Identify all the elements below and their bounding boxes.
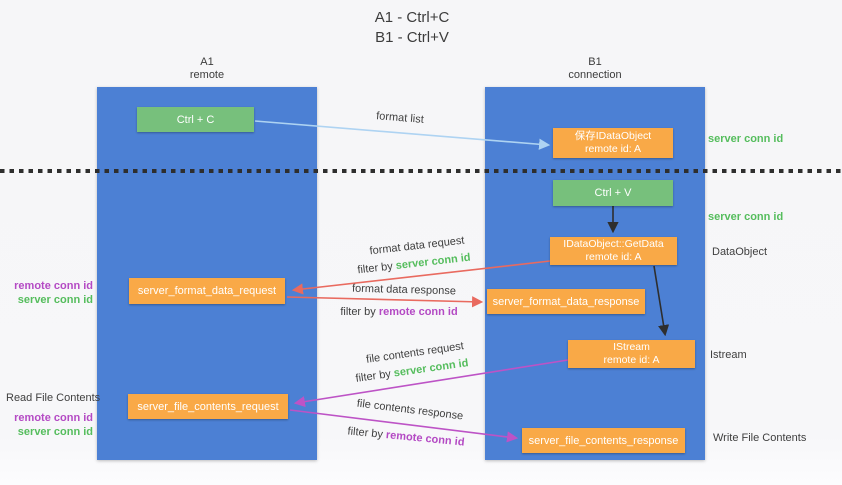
filter-by-text: filter by: [356, 260, 394, 277]
lifeline-b1-role: connection: [568, 69, 622, 81]
filter-by-text: filter by: [347, 425, 384, 441]
node-istream-line2: remote id: A: [603, 354, 660, 366]
left-remote-conn-id-2: remote conn id: [14, 412, 93, 424]
filter-by-text: filter by: [340, 306, 376, 318]
left-remote-conn-id-1: remote conn id: [14, 280, 93, 292]
node-idataobject-getdata: IDataObject::GetData remote id: A: [550, 237, 677, 265]
side-label-server-conn-id-2: server conn id: [708, 211, 784, 223]
node-getdata-line2: remote id: A: [585, 251, 642, 263]
label-format-data-response: format data response: [351, 282, 457, 298]
phase-separator-dotted-line: [0, 169, 842, 173]
remote-conn-id-text: remote conn id: [385, 429, 465, 449]
side-label-istream: Istream: [710, 349, 747, 361]
label-format-list: format list: [375, 110, 425, 126]
server-conn-id-text: server conn id: [395, 251, 472, 273]
filter-by-text: filter by: [354, 368, 392, 385]
label-filter-by-remote-conn-id-1: filter by remote conn id: [340, 306, 457, 318]
label-filter-by-remote-conn-id-2: filter by remote conn id: [347, 425, 465, 448]
left-server-conn-id-2: server conn id: [17, 426, 93, 438]
node-file-request-label: server_file_contents_request: [137, 400, 279, 413]
node-save-dataobject-line1: 保存IDataObject: [574, 130, 652, 142]
node-format-request-label: server_format_data_request: [137, 285, 277, 297]
node-ctrl-c-label: Ctrl + C: [176, 113, 215, 126]
node-server-file-contents-response: server_file_contents_response: [522, 428, 685, 453]
lifeline-header-a1: A1 remote: [97, 56, 317, 82]
left-conn-id-pair-1: remote conn id server conn id: [0, 279, 93, 307]
node-server-format-data-request: server_format_data_request: [129, 278, 285, 304]
title-line-ctrl-v: B1 - Ctrl+V: [375, 29, 449, 46]
lifeline-b1-name: B1: [588, 56, 602, 68]
node-ctrl-c: Ctrl + C: [137, 107, 254, 132]
left-conn-id-pair-2: remote conn id server conn id: [0, 411, 93, 439]
node-ctrl-v: Ctrl + V: [553, 180, 673, 206]
lifeline-a1-role: remote: [189, 69, 225, 81]
diagram-title: A1 - Ctrl+C B1 - Ctrl+V: [375, 8, 450, 48]
lifeline-a1-name: A1: [200, 56, 214, 68]
title-line-ctrl-c: A1 - Ctrl+C: [374, 9, 450, 26]
node-ctrl-v-label: Ctrl + V: [594, 187, 632, 199]
side-label-read-file-contents: Read File Contents: [6, 392, 101, 404]
node-save-dataobject: 保存IDataObject remote id: A: [553, 128, 673, 158]
node-save-dataobject-line2: remote id: A: [584, 143, 642, 155]
node-istream: IStream remote id: A: [568, 340, 695, 368]
node-format-response-label: server_format_data_response: [492, 295, 640, 308]
node-getdata-line1: IDataObject::GetData: [563, 238, 664, 250]
node-server-file-contents-request: server_file_contents_request: [128, 394, 288, 419]
label-file-contents-response: file contents response: [356, 397, 464, 423]
node-server-format-data-response: server_format_data_response: [487, 289, 645, 314]
left-server-conn-id-1: server conn id: [17, 294, 93, 306]
side-label-write-file-contents: Write File Contents: [713, 432, 807, 444]
side-label-server-conn-id-1: server conn id: [708, 133, 784, 145]
lifeline-header-b1: B1 connection: [485, 56, 705, 82]
node-file-response-label: server_file_contents_response: [528, 434, 679, 447]
remote-conn-id-text: remote conn id: [378, 306, 458, 318]
node-istream-line1: IStream: [613, 341, 650, 353]
side-label-dataobject: DataObject: [712, 246, 768, 258]
